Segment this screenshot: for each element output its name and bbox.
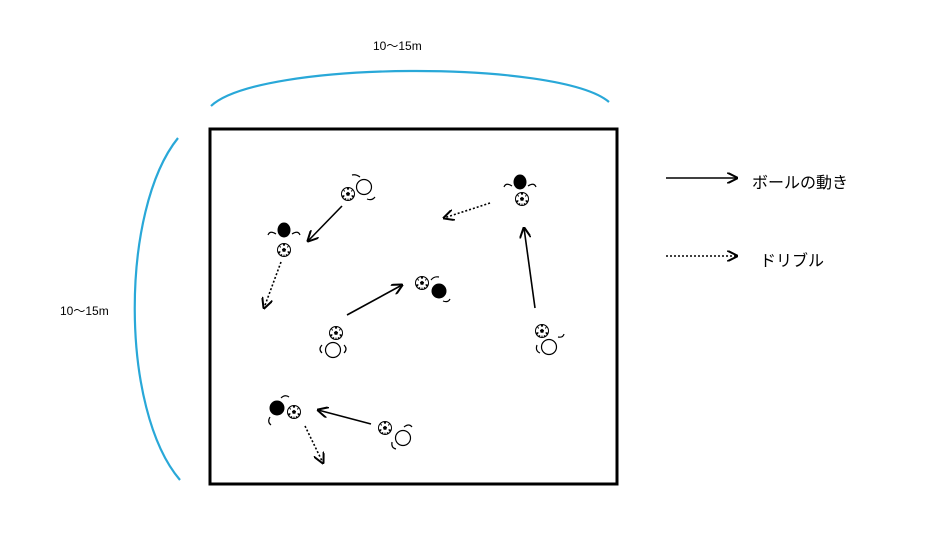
soccer-ball-icon — [329, 326, 343, 340]
dark-player — [267, 222, 301, 238]
soccer-ball-icon — [378, 421, 392, 435]
soccer-ball-icon — [535, 324, 549, 338]
dark-player — [268, 395, 290, 426]
top-dimension-label: 10～15m — [373, 39, 422, 53]
soccer-ball-icon — [515, 192, 529, 206]
pass-arrow — [308, 205, 343, 241]
soccer-ball-icon — [277, 243, 291, 257]
training-field — [208, 127, 619, 486]
legend-ball-movement-label: ボールの動き — [752, 173, 848, 192]
dribble-arrow — [444, 202, 491, 218]
left-dimension-brace — [133, 137, 181, 481]
light-player — [535, 333, 565, 356]
legend-dribble-label: ドリブル — [760, 251, 824, 270]
dribble-arrow — [304, 425, 323, 463]
light-player — [319, 341, 347, 359]
light-player — [351, 174, 376, 201]
dark-player — [503, 174, 537, 190]
dark-player — [430, 276, 451, 303]
light-player — [391, 424, 413, 450]
top-dimension-brace — [210, 69, 610, 107]
soccer-ball-icon — [287, 405, 301, 419]
left-dimension-label: 10～15m — [60, 304, 109, 318]
pass-arrow — [346, 285, 402, 316]
pass-arrow — [524, 228, 536, 309]
soccer-ball-icon — [341, 187, 355, 201]
dribble-arrow — [264, 261, 282, 308]
soccer-ball-icon — [415, 276, 429, 290]
pass-arrow — [318, 410, 372, 425]
